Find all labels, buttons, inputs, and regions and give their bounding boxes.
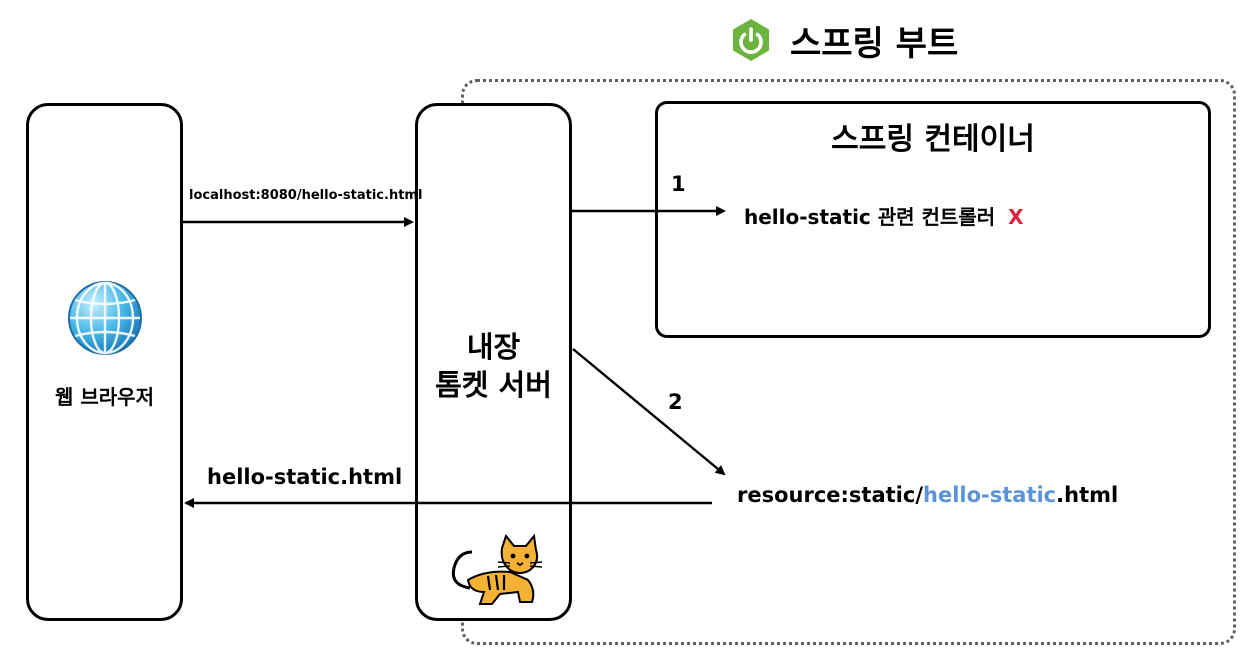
resource-path: resource:static/hello-static.html — [737, 483, 1118, 507]
spring-container-title: 스프링 컨테이너 — [831, 122, 1035, 157]
controller-text: hello-static 관련 컨트롤러 — [744, 205, 996, 229]
controller-line: hello-static 관련 컨트롤러 X — [744, 201, 1024, 230]
spring-boot-header: 스프링 부트 — [728, 15, 958, 65]
step1-label: 1 — [671, 172, 686, 196]
tomcat-server-box: 내장 톰켓 서버 — [415, 103, 572, 621]
spring-container-box: 스프링 컨테이너 hello-static 관련 컨트롤러 X — [655, 101, 1211, 338]
globe-icon — [68, 281, 142, 355]
step2-arrow — [572, 348, 726, 476]
web-browser-box: 웹 브라우저 — [26, 103, 183, 621]
no-controller-mark: X — [1008, 205, 1024, 229]
resource-prefix: resource:static/ — [737, 483, 923, 507]
web-browser-label: 웹 브라우저 — [55, 385, 154, 409]
spring-power-logo-icon — [733, 19, 769, 61]
request-url-label: localhost:8080/hello-static.html — [189, 188, 423, 203]
resource-highlight: hello-static — [923, 483, 1057, 507]
resource-suffix: .html — [1056, 483, 1119, 507]
tomcat-icon — [451, 533, 543, 605]
tomcat-label-line2: 톰켓 서버 — [435, 368, 552, 402]
step2-label: 2 — [668, 390, 683, 414]
spring-boot-title: 스프링 부트 — [790, 23, 959, 64]
tomcat-label-line1: 내장 — [466, 330, 521, 364]
response-label: hello-static.html — [207, 465, 403, 489]
